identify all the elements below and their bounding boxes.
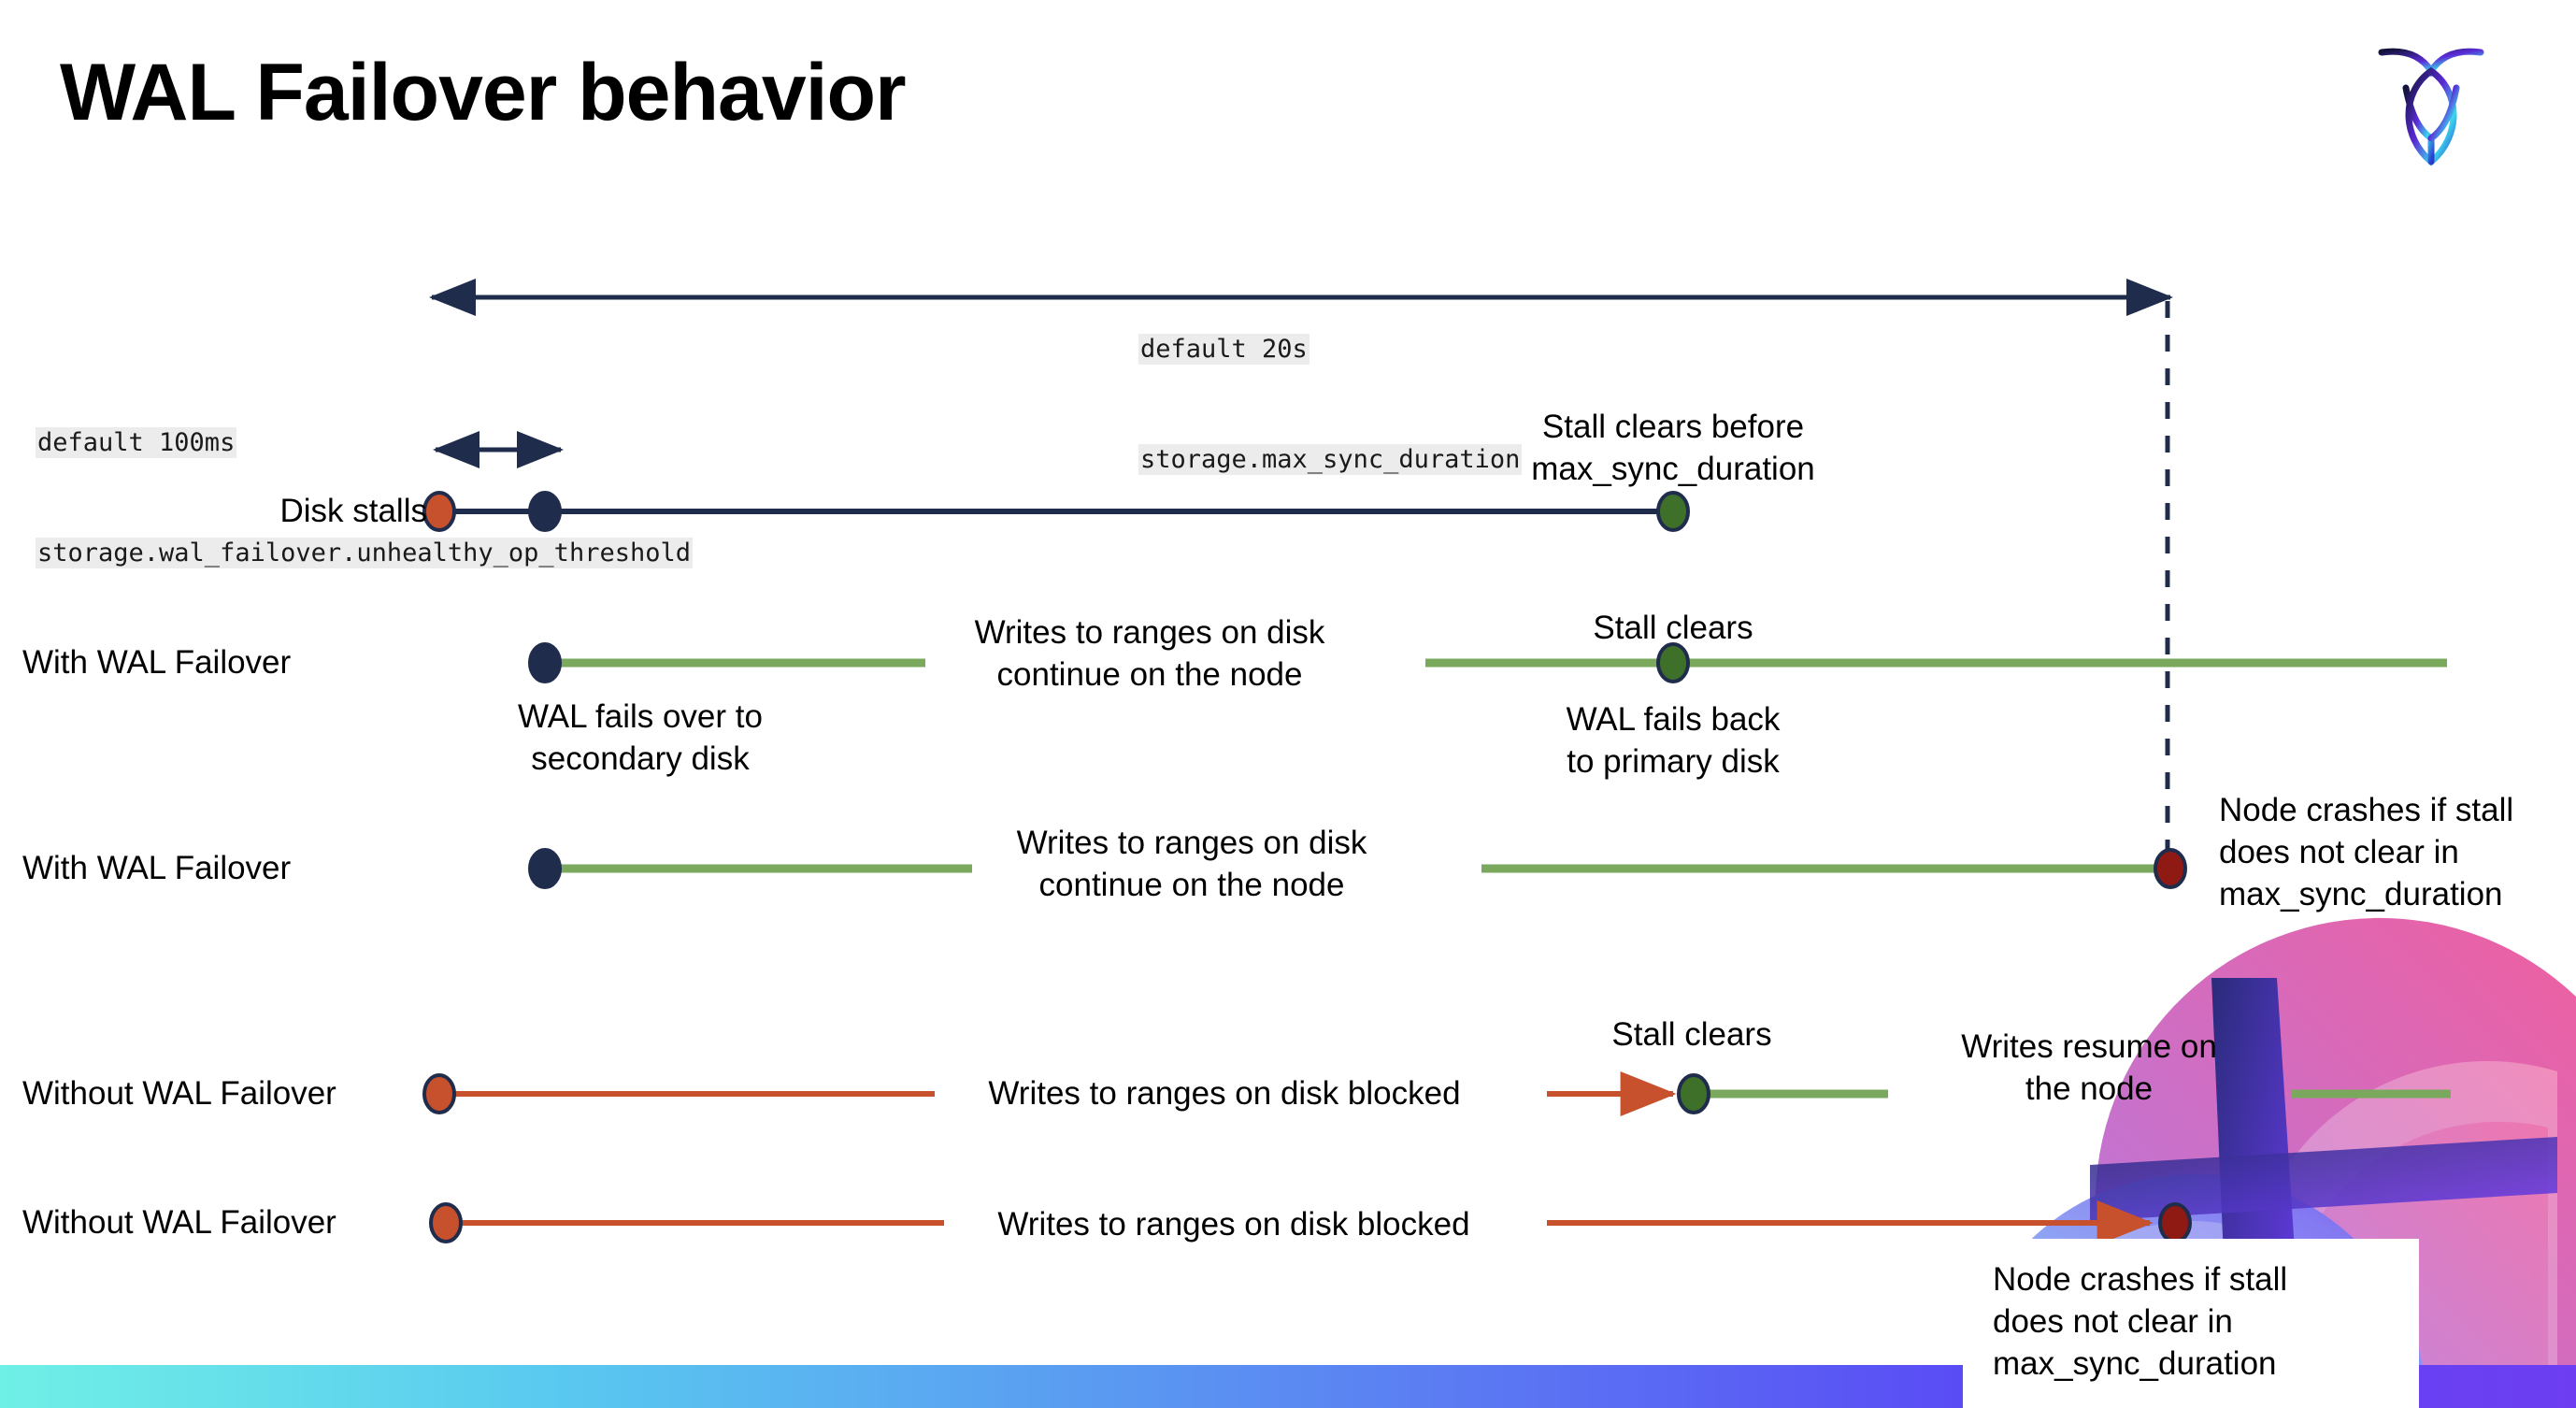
annotation-max-sync-duration: default 20s storage.max_sync_duration [1138, 258, 1523, 551]
note-stall-clears-row1: Stall clears [1593, 610, 1753, 646]
row-with-wal-failover-1-timeline [528, 642, 2447, 683]
note-stall-clears-before-max-sync: Stall clears before max_sync_duration [1531, 409, 1815, 487]
annotation-threshold-setting: storage.wal_failover.unhealthy_op_thresh… [36, 537, 693, 568]
annotation-max-sync-default: default 20s [1138, 334, 1309, 366]
note-stall-clears-row4: Stall clears [1611, 1016, 1772, 1053]
note-writes-resume-row4: Writes resume on the node [1961, 1028, 2217, 1107]
annotation-unhealthy-op-threshold: default 100ms storage.wal_failover.unhea… [36, 352, 693, 644]
cockroachdb-logo-icon [2370, 26, 2492, 171]
note-writes-continue-row1: Writes to ranges on disk continue on the… [974, 614, 1325, 693]
annotation-threshold-default: default 100ms [36, 427, 237, 459]
marker-stall-clears [1677, 1073, 1710, 1114]
row-label-without-wal-failover-2: Without WAL Failover [22, 1204, 336, 1241]
note-writes-blocked-row4: Writes to ranges on disk blocked [988, 1075, 1461, 1112]
marker-stall-clears [1656, 491, 1690, 532]
row-label-with-wal-failover-1: With WAL Failover [22, 644, 292, 681]
page-title: WAL Failover behavior [60, 48, 907, 137]
note-writes-blocked-row5: Writes to ranges on disk blocked [997, 1206, 1470, 1243]
callout-node-crashes: Node crashes if stall does not clear in … [1963, 1239, 2419, 1408]
row-label-disk-stalls: Disk stalls [279, 493, 427, 529]
row-label-without-wal-failover-1: Without WAL Failover [22, 1075, 336, 1112]
note-writes-continue-row2: Writes to ranges on disk continue on the… [1016, 825, 1367, 903]
marker-wal-failover-start [528, 642, 562, 683]
marker-wal-failover-start [528, 848, 562, 889]
marker-node-crash [2154, 848, 2187, 889]
note-wal-fails-back-primary: WAL fails back to primary disk [1566, 701, 1781, 780]
marker-stall-clears [1656, 642, 1690, 683]
annotation-max-sync-setting: storage.max_sync_duration [1138, 443, 1523, 475]
note-wal-fails-over-secondary: WAL fails over to secondary disk [518, 698, 763, 777]
row-label-with-wal-failover-2: With WAL Failover [22, 850, 292, 886]
note-node-crashes-row2: Node crashes if stall does not clear in … [2219, 792, 2514, 912]
callout-node-crashes-text: Node crashes if stall does not clear in … [1993, 1261, 2288, 1382]
